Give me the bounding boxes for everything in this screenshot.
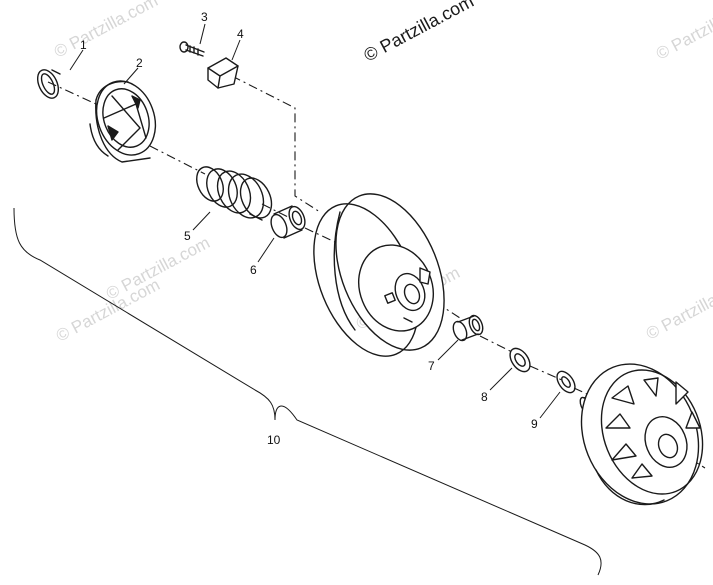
part-4-slide-block	[207, 57, 239, 89]
callout-7: 7	[428, 359, 435, 373]
copyright-text: © Partzilla.com	[360, 0, 476, 66]
watermark-top-right: © Partzilla.com	[653, 0, 713, 64]
fixed-sheave	[579, 363, 704, 506]
part-3-screw	[179, 41, 205, 57]
part-7-bushing	[452, 314, 484, 342]
callout-3: 3	[201, 10, 208, 24]
part-8-washer	[509, 347, 531, 373]
callout-5: 5	[184, 229, 191, 243]
callout-10: 10	[267, 433, 281, 447]
callout-4: 4	[237, 27, 244, 41]
part-6-bushing	[270, 205, 306, 239]
part-2-cam	[89, 80, 157, 163]
part-5-spring	[196, 166, 273, 221]
assembly-bracket-10	[13, 207, 602, 576]
callout-6: 6	[250, 263, 257, 277]
part-1-snap-ring	[36, 69, 61, 99]
leader-lines	[69, 23, 561, 419]
callout-1: 1	[80, 38, 87, 52]
callout-2: 2	[136, 56, 143, 70]
callout-9: 9	[531, 417, 538, 431]
callout-8: 8	[481, 390, 488, 404]
part-9-washer	[556, 370, 576, 394]
watermark-mid-right: © Partzilla.com	[643, 273, 713, 344]
watermark-top-left: © Partzilla.com	[51, 0, 161, 62]
moveable-sheave	[313, 193, 445, 357]
callout-labels: 1 2 3 4 5 6 7 8 9 10	[80, 10, 538, 447]
